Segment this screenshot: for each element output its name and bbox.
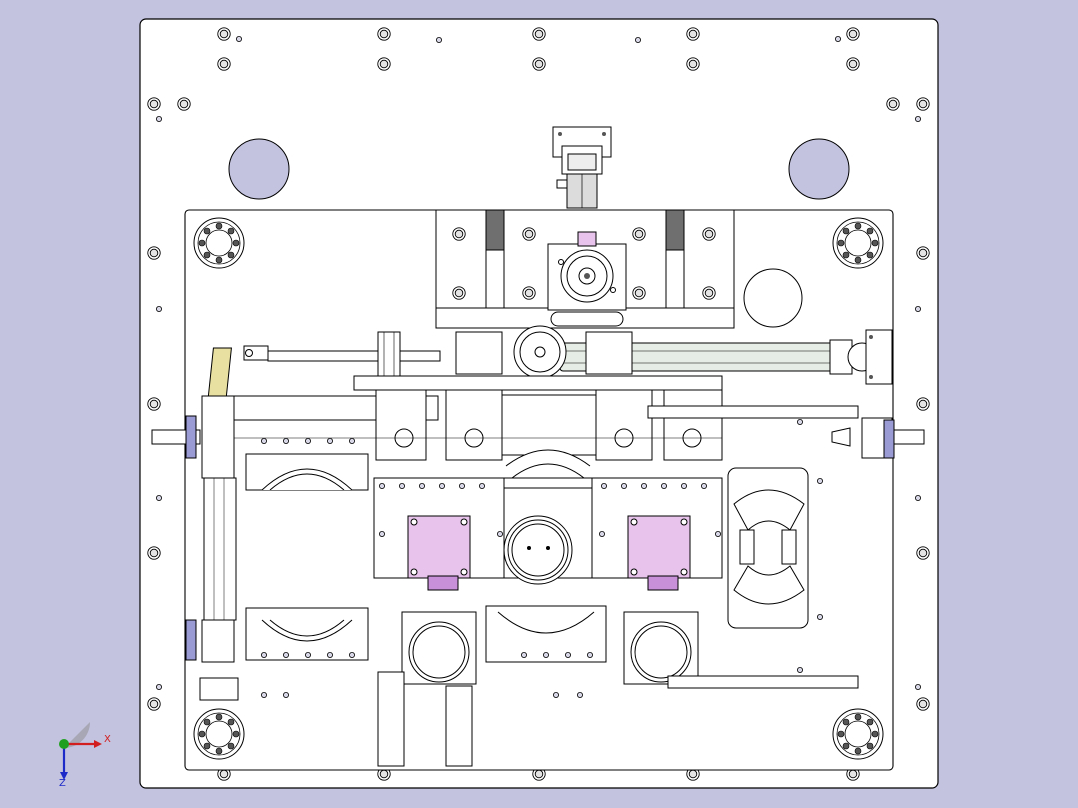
right-motor[interactable] <box>627 515 691 591</box>
axis-z-label: Z <box>59 778 66 789</box>
lower-bearing-right[interactable] <box>623 611 699 685</box>
upper-rail <box>647 405 859 419</box>
top-vertical-cylinder[interactable] <box>552 126 612 209</box>
outer-plate-hole-right <box>788 138 850 200</box>
lower-rail <box>667 675 859 689</box>
left-lower-clamp[interactable] <box>185 477 369 701</box>
inner-plate-hole <box>743 268 803 328</box>
center-carrier[interactable] <box>353 325 723 391</box>
left-upper-clamp[interactable] <box>151 395 369 491</box>
lower-center-saddle[interactable] <box>485 605 607 663</box>
upper-slide-block[interactable] <box>435 209 735 329</box>
upper-bracket-row[interactable] <box>201 389 723 461</box>
coordinate-triad-icon <box>59 722 102 780</box>
left-motor[interactable] <box>407 515 471 591</box>
lower-bearing-left[interactable] <box>377 611 477 767</box>
right-fitting[interactable] <box>831 417 925 459</box>
right-cassette[interactable] <box>727 467 809 629</box>
outer-plate-hole-left <box>228 138 290 200</box>
axis-x-label: X <box>104 734 111 745</box>
